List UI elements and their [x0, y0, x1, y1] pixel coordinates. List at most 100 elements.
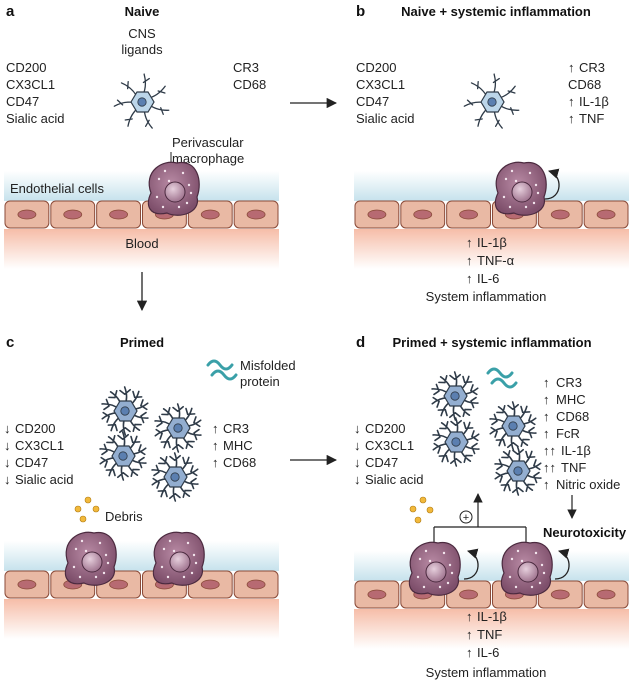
- marker-double-up-arrow: ↑↑: [543, 443, 556, 458]
- marker-cr3: CR3: [556, 375, 582, 390]
- blood-il6: IL-6: [477, 645, 499, 660]
- cns-ligands-line1: CNS: [128, 26, 156, 41]
- marker-sialic-acid: Sialic acid: [356, 111, 415, 126]
- csf-band: [354, 171, 629, 201]
- vessel-d: [354, 541, 629, 649]
- panel-d-letter: d: [356, 334, 365, 351]
- plus-circle-icon: [459, 510, 473, 524]
- microglia-cell: [154, 403, 202, 453]
- marker-up-arrow: ↑: [466, 253, 473, 268]
- marker-cd200: CD200: [6, 60, 46, 75]
- perivascular-line1: Perivascular: [172, 135, 244, 150]
- marker-cd47: CD47: [15, 455, 48, 470]
- csf-band: [4, 171, 279, 201]
- panel-b: b Naive + systemic inflammation CD200 CX…: [354, 3, 629, 304]
- debris-icon: [409, 496, 434, 524]
- marker-down-arrow: ↓: [354, 472, 361, 487]
- marker-cr3: CR3: [223, 421, 249, 436]
- protein-strand: [206, 359, 238, 381]
- endothelial-nucleus: [596, 589, 616, 600]
- microglia-cell: [489, 401, 537, 451]
- marker-up-arrow: ↑: [466, 645, 473, 660]
- misfolded-protein-icon: [206, 359, 238, 381]
- marker-cx3cl1: CX3CL1: [365, 438, 414, 453]
- marker-cd68: CD68: [223, 455, 256, 470]
- primed-microglia-cluster: [99, 386, 202, 502]
- panel-d-blood-markers: ↑ IL-1β ↑ TNF ↑ IL-6: [466, 609, 507, 660]
- endothelial-nucleus: [550, 209, 570, 220]
- debris-particle: [74, 505, 82, 513]
- panel-a-title: Naive: [125, 4, 160, 19]
- microglia-cell: [99, 431, 147, 481]
- marker-down-arrow: ↓: [354, 455, 361, 470]
- marker-il1b: IL-1β: [579, 94, 609, 109]
- panel-c-title: Primed: [120, 335, 164, 350]
- panel-b-left-markers: CD200 CX3CL1 CD47 Sialic acid: [356, 60, 415, 126]
- endothelial-nucleus: [459, 209, 478, 220]
- vessel-a: [4, 161, 279, 269]
- perivascular-macrophage: [500, 541, 553, 596]
- marker-cd68: CD68: [233, 77, 266, 92]
- marker-up-arrow: ↑: [466, 271, 473, 286]
- endothelial-nucleus: [109, 209, 128, 220]
- panel-c-right-markers: ↑ CR3 ↑ MHC ↑ CD68: [212, 421, 256, 470]
- microglia-cell: [101, 386, 149, 436]
- blood-band: [4, 229, 279, 269]
- marker-cd47: CD47: [6, 94, 39, 109]
- plus-sign: +: [463, 512, 469, 524]
- marker-cd200: CD200: [356, 60, 396, 75]
- debris-particle: [84, 496, 92, 504]
- panel-c: c Primed Misfolded protein ↓ CD200 ↓ CX3…: [4, 334, 296, 639]
- blood-band: [354, 229, 629, 269]
- panel-a-right-markers: CR3 CD68: [233, 60, 266, 92]
- microglia-cell: [463, 73, 520, 129]
- panel-a: a Naive CNS ligands CD200 CX3CL1 CD47 Si…: [4, 3, 279, 269]
- protein-strand: [486, 367, 518, 389]
- marker-double-up-arrow: ↑↑: [543, 460, 556, 475]
- microglia-cell: [431, 371, 479, 421]
- endothelial-label: Endothelial cells: [10, 181, 104, 196]
- endothelial-nucleus: [109, 579, 128, 590]
- marker-up-arrow: ↑: [568, 94, 575, 109]
- blood-il1b: IL-1β: [477, 235, 507, 250]
- panel-b-title: Naive + systemic inflammation: [401, 4, 591, 19]
- blood-il6: IL-6: [477, 271, 499, 286]
- perivascular-macrophage: [408, 541, 461, 596]
- microglia-cell: [113, 73, 170, 129]
- microglia-cell: [432, 417, 480, 467]
- curved-arrow-icon: [544, 168, 560, 200]
- panel-b-blood-markers: ↑ IL-1β ↑ TNF-α ↑ IL-6: [466, 235, 515, 286]
- marker-up-arrow: ↑: [568, 60, 575, 75]
- marker-cd200: CD200: [365, 421, 405, 436]
- marker-up-arrow: ↑: [543, 375, 550, 390]
- endothelial-nucleus: [246, 209, 266, 220]
- marker-tnf: TNF: [579, 111, 604, 126]
- marker-cr3: CR3: [579, 60, 605, 75]
- debris-particle: [426, 506, 434, 514]
- feedback-bracket: +: [433, 493, 527, 548]
- marker-down-arrow: ↓: [4, 455, 11, 470]
- marker-down-arrow: ↓: [354, 421, 361, 436]
- vessel-b: [354, 161, 629, 269]
- marker-up-arrow: ↑: [543, 426, 550, 441]
- panel-b-right-markers: ↑ CR3 CD68 ↑ IL-1β ↑ TNF: [568, 60, 609, 126]
- perivascular-macrophage: [64, 531, 117, 586]
- marker-up-arrow: ↑: [212, 455, 219, 470]
- marker-cd68: CD68: [568, 77, 601, 92]
- endothelial-nucleus: [550, 589, 570, 600]
- debris-particle: [409, 505, 417, 513]
- marker-cx3cl1: CX3CL1: [6, 77, 55, 92]
- marker-up-arrow: ↑: [543, 477, 550, 492]
- panel-d-left-markers: ↓ CD200 ↓ CX3CL1 ↓ CD47 ↓ Sialic acid: [354, 421, 424, 487]
- perivascular-macrophage: [152, 531, 205, 586]
- perivascular-macrophage: [494, 161, 547, 216]
- marker-down-arrow: ↓: [354, 438, 361, 453]
- blood-label: Blood: [125, 236, 158, 251]
- neurotoxicity-label: Neurotoxicity: [543, 525, 627, 540]
- blood-band: [354, 609, 629, 649]
- panel-a-letter: a: [6, 3, 15, 20]
- marker-mhc: MHC: [223, 438, 253, 453]
- debris-label: Debris: [105, 509, 143, 524]
